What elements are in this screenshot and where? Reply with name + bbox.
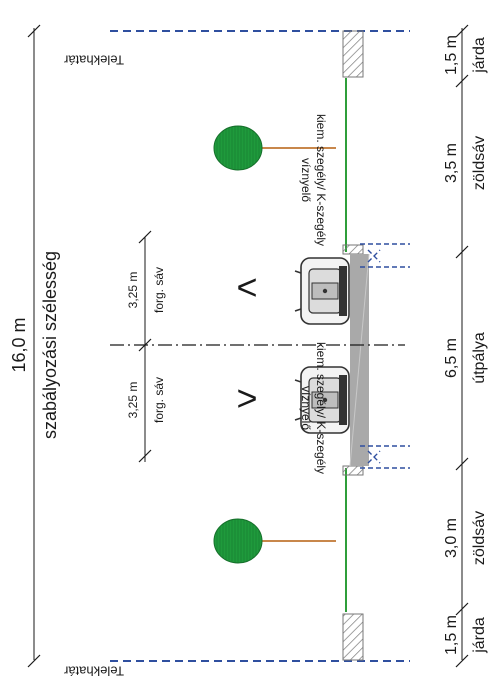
- tick: [455, 74, 469, 88]
- curb-hatched-top: [342, 244, 364, 255]
- gutter-label-right: víznyelő: [299, 158, 313, 202]
- segment-name-label: zöldsáv: [471, 136, 488, 190]
- segment-width-label: 3,5 m: [443, 143, 460, 183]
- direction-arrow-icon: >: [236, 378, 257, 419]
- segment-width-label: 3,0 m: [443, 518, 460, 558]
- gutter-top: [360, 243, 410, 268]
- tick: [455, 24, 469, 38]
- segment-name-label: zöldsáv: [471, 511, 488, 565]
- sidewalk-hatched-bottom: [342, 613, 364, 661]
- sidewalk-hatched-top: [342, 30, 364, 78]
- total-desc-label: szabályozási szélesség: [40, 251, 60, 439]
- curb-label-right: kiem. szegély/ K-szegély: [314, 114, 328, 246]
- tick: [27, 24, 41, 38]
- curb-label-left: kiem. szegély/ K-szegély: [314, 342, 328, 474]
- segment-width-label: 6,5 m: [443, 338, 460, 378]
- tick: [138, 338, 152, 352]
- tick: [138, 449, 152, 463]
- segment-name-label: útpálya: [471, 332, 488, 384]
- tick: [455, 654, 469, 668]
- tick: [27, 654, 41, 668]
- gutter-bottom: [360, 445, 410, 469]
- segment-name-label: járda: [471, 617, 488, 654]
- tick: [455, 245, 469, 259]
- lane-desc-label-left: forg. sáv: [152, 377, 166, 423]
- segment-name-label: járda: [471, 37, 488, 74]
- gutter-label-left: víznyelő: [299, 386, 313, 430]
- car-icon: [294, 366, 350, 434]
- road-slope-line: [349, 253, 370, 467]
- tick: [455, 602, 469, 616]
- lane-width-label-left: 3,25 m: [126, 382, 140, 419]
- lane-desc-label-right: forg. sáv: [152, 267, 166, 313]
- tree-icon: [213, 125, 336, 171]
- lot-line-label-bottom: Telekhatár: [63, 664, 124, 677]
- tick: [455, 457, 469, 471]
- direction-arrow-icon: <: [236, 267, 257, 308]
- segment-width-label: 1,5 m: [443, 615, 460, 655]
- tree-icon: [213, 518, 336, 564]
- lane-width-label-right: 3,25 m: [126, 272, 140, 309]
- total-width-label: 16,0 m: [9, 317, 29, 372]
- car-icon: [294, 257, 350, 325]
- tick: [138, 230, 152, 244]
- segment-width-label: 1,5 m: [443, 35, 460, 75]
- lot-line-label-top: Telekhatár: [63, 53, 124, 68]
